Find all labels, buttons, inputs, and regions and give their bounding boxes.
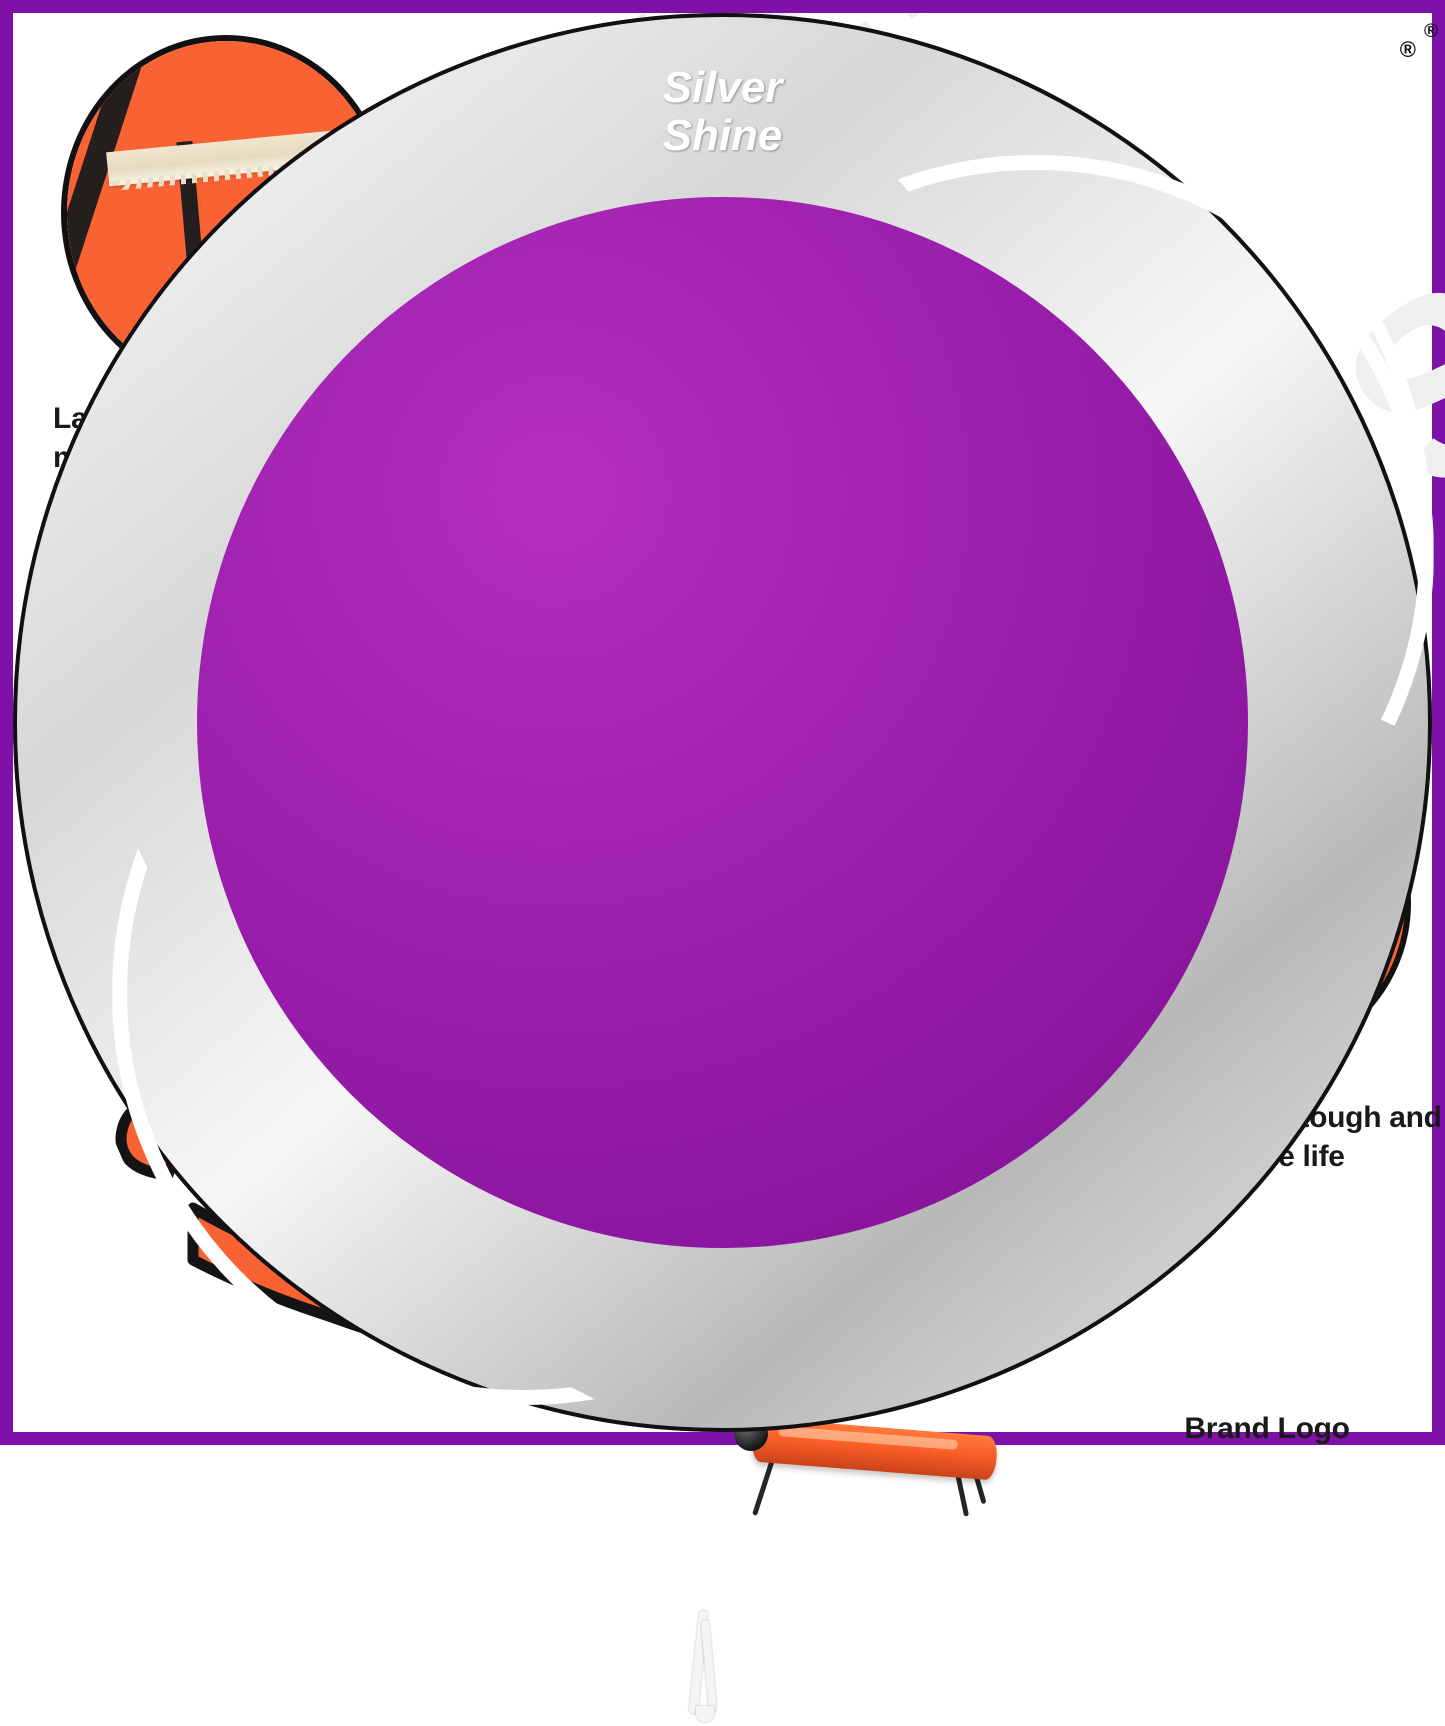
- infographic-page: SILVER SHINE SILVER SHINE: [0, 0, 1445, 1445]
- caption-brand-logo: Brand Logo: [1184, 1412, 1350, 1445]
- white-tie-strap: [688, 1609, 720, 1726]
- registered-trademark-icon: ®: [1424, 21, 1438, 42]
- logo-word-silver: Silver: [662, 63, 783, 112]
- infographic-canvas: SILVER SHINE SILVER SHINE: [13, 13, 1445, 1722]
- registered-trademark-icon: ®: [1399, 37, 1416, 62]
- brand-logo-callout: Silver Shine ®: [13, 13, 1434, 1432]
- logo-word-shine: Shine: [662, 111, 783, 160]
